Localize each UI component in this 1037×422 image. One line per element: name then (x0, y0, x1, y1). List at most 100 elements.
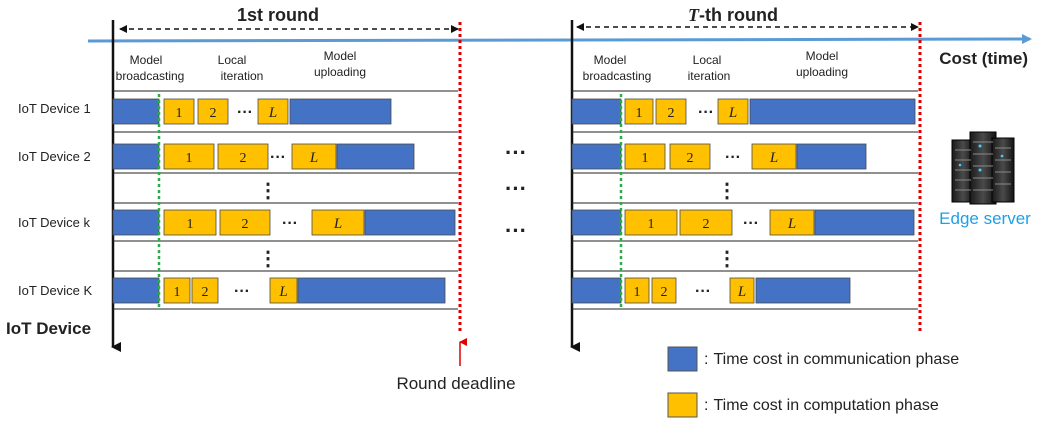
vertical-ellipsis-r1-b: ⋮ (258, 248, 278, 270)
rT-devK-task-ellipsis: ··· (695, 283, 711, 300)
r1-dev2-task-L-label: L (309, 150, 318, 166)
row-dividers (113, 90, 918, 310)
r1-dev1-task-L-label: L (268, 105, 277, 121)
device-label-2: IoT Device 2 (18, 149, 91, 164)
upload-label-Ta: Model (806, 49, 839, 63)
upload-label-Tb: uploading (796, 65, 848, 79)
roundT-title: T-th round (688, 5, 778, 25)
rT-dev2-upload-bar (796, 143, 867, 170)
rT-dev1-task-ellipsis: ··· (698, 104, 714, 121)
rT-dev2-task-1-label: 1 (642, 151, 649, 166)
rT-dev1-task-2-box (655, 98, 687, 125)
device-label-K: IoT Device K (18, 283, 93, 298)
rT-devk-task-2-label: 2 (703, 217, 710, 232)
device-label-1: IoT Device 1 (18, 101, 91, 116)
local-label-1b: iteration (221, 69, 264, 83)
rT-dev1-task-L-label: L (728, 105, 737, 121)
rT-devK-task-2-label: 2 (661, 285, 668, 300)
r1-devk-task-1-box (163, 209, 217, 236)
rT-dev1-task-1-box (624, 98, 654, 125)
rT-devk-task-1-box (624, 209, 678, 236)
r1-dev1-task-2-box (197, 98, 229, 125)
r1-devK-task-ellipsis: ··· (234, 283, 250, 300)
r1-devK-broadcast-bar (112, 277, 160, 304)
r1-dev1-broadcast-bar (112, 98, 160, 125)
rT-dev2-task-L-label: L (769, 150, 778, 166)
rT-devk-task-1-label: 1 (648, 217, 655, 232)
r1-dev2-upload-bar (336, 143, 415, 170)
r1-dev2-task-L-box (291, 143, 337, 170)
broadcast-label-Ta: Model (594, 53, 627, 67)
round-gap-ellipsis-3: ··· (505, 218, 527, 243)
r1-dev1-task-1-label: 1 (176, 106, 183, 121)
r1-devk-upload-bar (364, 209, 456, 236)
cost-time-axis (87, 34, 1032, 45)
rT-devk-task-2-box (679, 209, 733, 236)
round-gap-ellipsis-2: ··· (505, 176, 527, 201)
rT-dev1-task-2-label: 2 (668, 106, 675, 121)
r1-devK-task-2-label: 2 (202, 285, 209, 300)
rT-devk-task-L-label: L (787, 216, 796, 232)
r1-dev2-task-2-box (217, 143, 269, 170)
rT-devK-task-1-label: 1 (634, 285, 641, 300)
cost-time-label: Cost (time) (939, 49, 1028, 68)
r1-devk-task-2-label: 2 (242, 217, 249, 232)
broadcast-label-Tb: broadcasting (583, 69, 652, 83)
legend-computation-swatch (667, 392, 698, 418)
r1-dev2-task-ellipsis: ··· (270, 149, 286, 166)
r1-dev1-task-1-box (163, 98, 195, 125)
r1-dev2-task-1-label: 1 (186, 151, 193, 166)
rT-dev1-broadcast-bar (571, 98, 622, 125)
edge-server-label: Edge server (939, 209, 1031, 228)
local-label-Ta: Local (693, 53, 722, 67)
rT-devk-upload-bar (814, 209, 915, 236)
phase-labels-roundT: Model broadcasting Local iteration Model… (583, 49, 848, 83)
upload-label-1b: uploading (314, 65, 366, 79)
device-axis-label: IoT Device (6, 319, 91, 338)
r1-dev2-broadcast-bar (112, 143, 160, 170)
rT-devK-task-2-box (651, 277, 677, 304)
r1-dev1-upload-bar (289, 98, 392, 125)
round-gap-ellipsis-1: ··· (505, 140, 527, 165)
rT-devK-task-L-box (729, 277, 755, 304)
r1-devK-task-1-label: 1 (174, 285, 181, 300)
rT-devK-task-1-box (624, 277, 650, 304)
rT-dev2-task-1-box (624, 143, 666, 170)
phase-labels-round1: Model broadcasting Local iteration Model… (116, 49, 366, 83)
r1-dev1-task-ellipsis: ··· (237, 104, 253, 121)
local-label-Tb: iteration (688, 69, 731, 83)
rT-devk-task-L-box (769, 209, 815, 236)
vertical-ellipsis-r1-a: ⋮ (258, 180, 278, 202)
r1-devK-task-L-label: L (278, 284, 287, 300)
r1-dev2-task-2-label: 2 (240, 151, 247, 166)
r1-devk-task-L-label: L (333, 216, 342, 232)
device-label-k: IoT Device k (18, 215, 91, 230)
server-rack-icon (951, 131, 1015, 205)
upload-label-1a: Model (324, 49, 357, 63)
round1-title: 1st round (237, 5, 319, 25)
r1-dev1-task-L-box (257, 98, 289, 125)
broadcast-label-1b: broadcasting (116, 69, 185, 83)
r1-devk-broadcast-bar (112, 209, 160, 236)
vertical-ellipsis-rT-a: ⋮ (717, 180, 737, 202)
r1-devK-task-L-box (269, 277, 298, 304)
legend-communication-swatch (667, 346, 698, 372)
rT-dev2-broadcast-bar (571, 143, 622, 170)
rT-dev2-task-2-box (669, 143, 711, 170)
r1-devk-task-2-box (219, 209, 271, 236)
r1-devK-upload-bar (297, 277, 446, 304)
rT-dev1-task-L-box (717, 98, 749, 125)
vertical-ellipsis-rT-b: ⋮ (717, 248, 737, 270)
rT-dev2-task-L-box (751, 143, 797, 170)
rT-dev2-task-2-label: 2 (687, 151, 694, 166)
local-label-1a: Local (218, 53, 247, 67)
legend-computation-text: :Time cost in computation phase (704, 397, 939, 414)
round-deadline-label: Round deadline (396, 374, 515, 393)
rT-dev1-upload-bar (749, 98, 916, 125)
rT-devK-broadcast-bar (571, 277, 622, 304)
r1-devK-task-2-box (191, 277, 219, 304)
legend-communication-text: :Time cost in communication phase (704, 351, 959, 368)
broadcast-label-1a: Model (130, 53, 163, 67)
